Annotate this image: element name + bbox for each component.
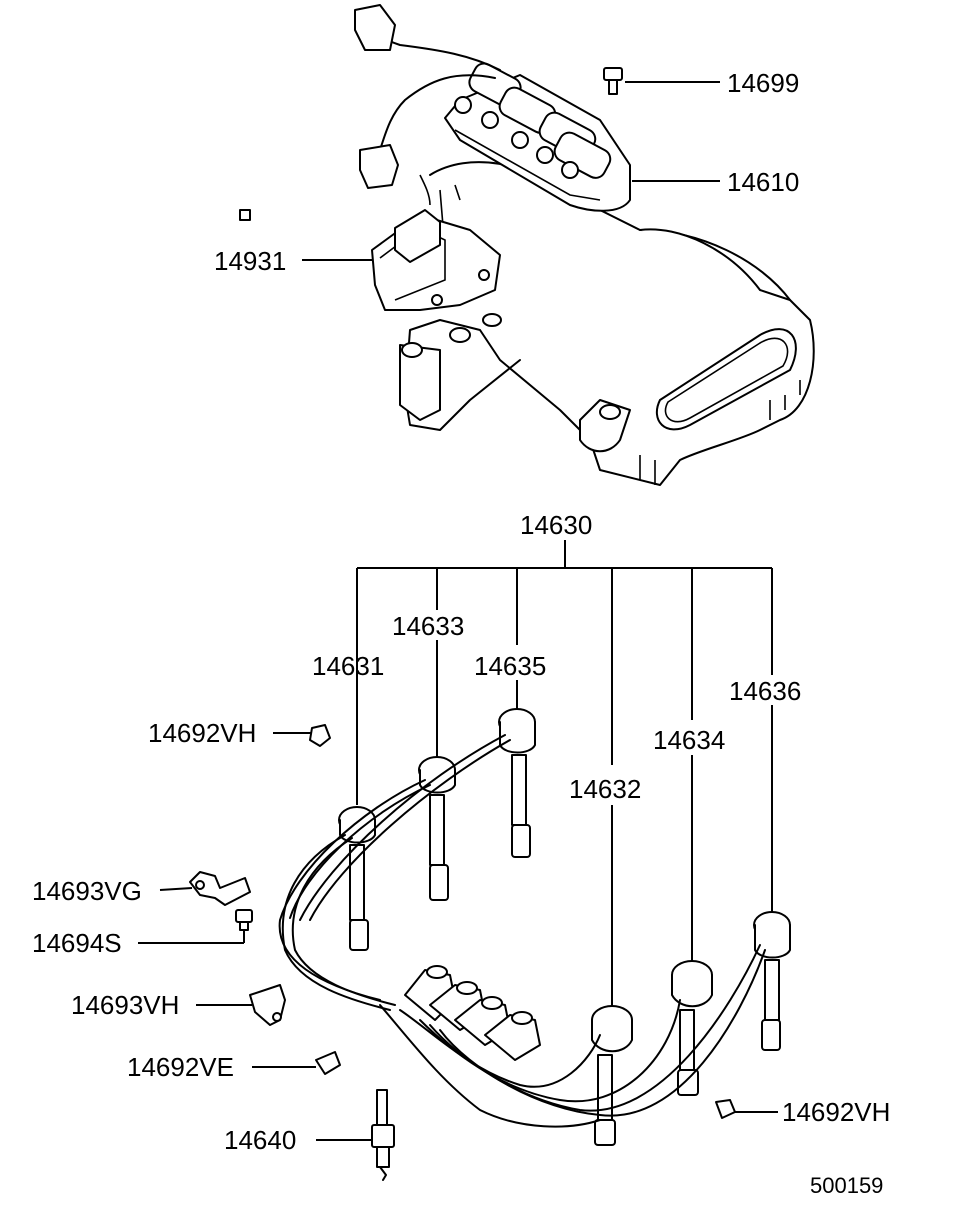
label-14692vh-bottom: 14692VH (782, 1097, 890, 1127)
label-14693vh: 14693VH (71, 990, 179, 1020)
label-14630: 14630 (520, 510, 592, 540)
label-14610: 14610 (727, 167, 799, 197)
cable-boot-14633 (418, 756, 456, 901)
label-14692ve: 14692VE (127, 1052, 234, 1082)
label-14694s: 14694S (32, 928, 122, 958)
clamp-14692ve (315, 1051, 341, 1075)
clamp-14692vh-bottom (715, 1099, 736, 1119)
label-14693vg: 14693VG (32, 876, 142, 906)
bolt-14694s (235, 909, 253, 931)
clamp-14693vh (249, 984, 286, 1026)
label-14692vh-top: 14692VH (148, 718, 256, 748)
label-14931: 14931 (214, 246, 286, 276)
coil-towers (454, 62, 612, 179)
ignition-coil-pack (354, 4, 631, 212)
cable-boot-14631 (338, 806, 376, 951)
bolt-14699 (603, 67, 623, 95)
intake-manifold (399, 161, 815, 486)
diagram-code: 500159 (810, 1173, 883, 1198)
label-14640: 14640 (224, 1125, 296, 1155)
cable-boot-14632 (591, 1005, 633, 1146)
label-14634: 14634 (653, 725, 725, 755)
cable-boot-14636 (753, 911, 791, 1051)
label-14633: 14633 (392, 611, 464, 641)
leader-lines (138, 81, 778, 1141)
label-14631: 14631 (312, 651, 384, 681)
part-labels: 14699 14610 14931 14630 14633 14631 1463… (32, 68, 890, 1198)
spark-plug-14640 (371, 1089, 395, 1181)
clamp-14693vg (189, 871, 251, 906)
clamp-14692vh-top (309, 724, 331, 747)
cable-boot-14635 (498, 708, 536, 858)
power-transistor-bracket (239, 209, 501, 311)
spark-plug-cable-set (278, 708, 791, 1146)
label-14636: 14636 (729, 676, 801, 706)
label-14632: 14632 (569, 774, 641, 804)
label-14699: 14699 (727, 68, 799, 98)
label-14635: 14635 (474, 651, 546, 681)
coil-end-boots (404, 965, 541, 1061)
